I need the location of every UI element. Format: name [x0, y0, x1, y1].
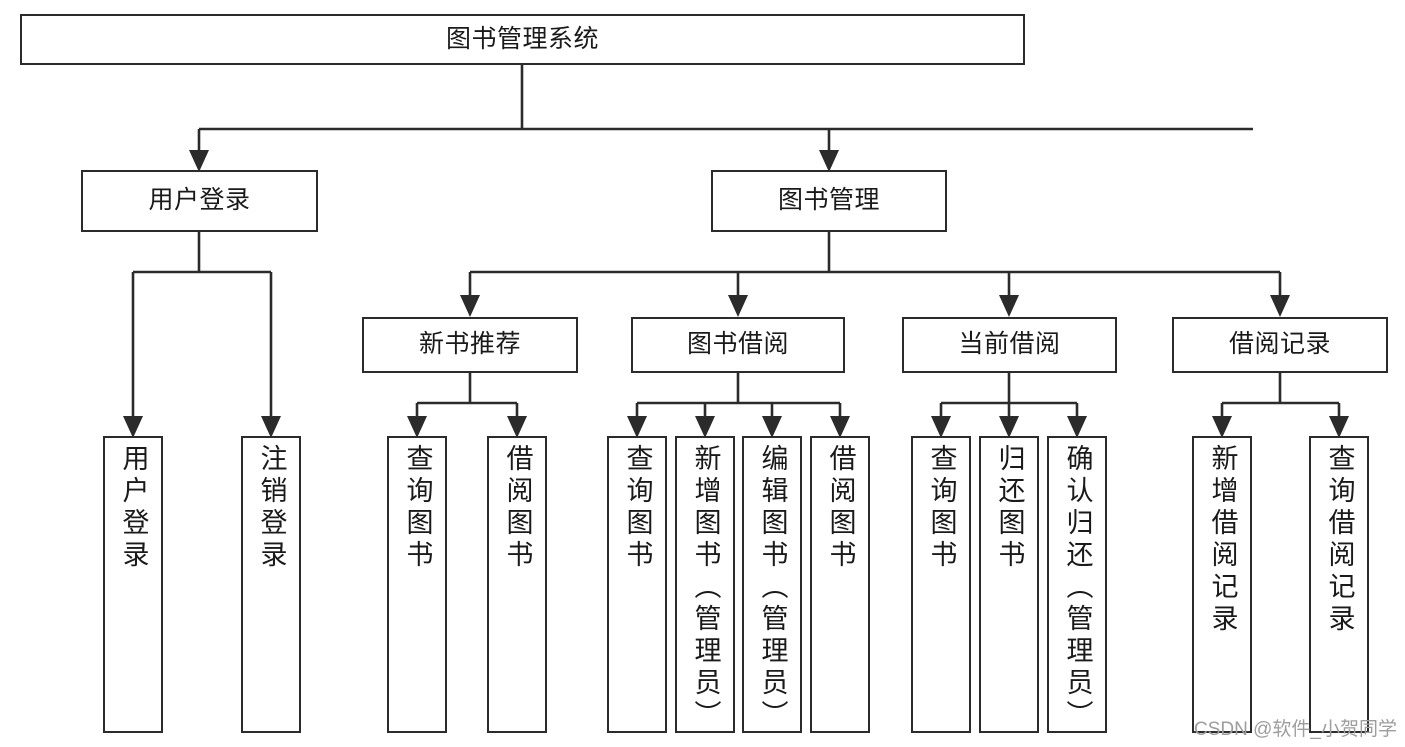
edge-user-login-to-leaves: [123, 232, 281, 438]
node-label: 注销登录: [256, 444, 287, 572]
node-label: 用户登录: [118, 444, 149, 572]
node-label: 查询图书: [622, 444, 653, 572]
edge-root-to-level2: [189, 65, 1253, 172]
node-new-book-recommend[interactable]: 新书推荐: [362, 317, 578, 373]
node-label: 借阅记录: [1228, 330, 1331, 359]
node-leaf-query-record[interactable]: 查询借阅记录: [1309, 436, 1369, 733]
node-label: 借阅图书: [825, 444, 856, 572]
node-label: 确认归还（管理员）: [1062, 444, 1093, 732]
node-book-management[interactable]: 图书管理: [711, 170, 947, 232]
node-label: 图书借阅: [686, 330, 789, 359]
csdn-watermark: CSDN @软件_小贺同学: [1194, 719, 1397, 740]
edge-book-borrow-to-leaves: [627, 373, 850, 438]
edge-book-management-to-level3: [460, 232, 1290, 317]
node-borrow-record[interactable]: 借阅记录: [1172, 317, 1388, 373]
node-leaf-add-record[interactable]: 新增借阅记录: [1192, 436, 1252, 733]
node-label: 新书推荐: [418, 330, 521, 359]
node-label: 图书管理: [777, 186, 880, 215]
node-label: 查询借阅记录: [1324, 444, 1355, 636]
node-root-book-management-system[interactable]: 图书管理系统: [20, 14, 1025, 65]
node-label: 图书管理系统: [445, 24, 599, 53]
edge-current-borrow-to-leaves: [931, 373, 1087, 438]
node-leaf-query-book-2[interactable]: 查询图书: [607, 436, 667, 733]
node-user-login[interactable]: 用户登录: [81, 170, 318, 232]
node-label: 查询图书: [926, 444, 957, 572]
node-book-borrow[interactable]: 图书借阅: [631, 317, 845, 373]
node-label: 查询图书: [402, 444, 433, 572]
node-label: 编辑图书（管理员）: [757, 444, 788, 732]
node-label: 用户登录: [148, 186, 251, 215]
node-leaf-confirm-return[interactable]: 确认归还（管理员）: [1047, 436, 1107, 733]
node-leaf-query-book-3[interactable]: 查询图书: [911, 436, 971, 733]
node-label: 归还图书: [994, 444, 1025, 572]
node-label: 当前借阅: [958, 330, 1061, 359]
node-current-borrow[interactable]: 当前借阅: [902, 317, 1117, 373]
node-leaf-borrow-book-1[interactable]: 借阅图书: [487, 436, 547, 733]
node-leaf-borrow-book-2[interactable]: 借阅图书: [810, 436, 870, 733]
node-leaf-return-book[interactable]: 归还图书: [979, 436, 1039, 733]
node-label: 借阅图书: [502, 444, 533, 572]
node-leaf-edit-book[interactable]: 编辑图书（管理员）: [742, 436, 802, 733]
node-label: 新增图书（管理员）: [690, 444, 721, 732]
node-leaf-user-login[interactable]: 用户登录: [103, 436, 163, 733]
node-label: 新增借阅记录: [1207, 444, 1238, 636]
node-leaf-add-book[interactable]: 新增图书（管理员）: [675, 436, 735, 733]
edge-new-book-recommend-to-leaves: [407, 373, 527, 438]
edge-borrow-record-to-leaves: [1212, 373, 1349, 438]
node-leaf-query-book-1[interactable]: 查询图书: [387, 436, 447, 733]
node-leaf-logout-login[interactable]: 注销登录: [241, 436, 301, 733]
